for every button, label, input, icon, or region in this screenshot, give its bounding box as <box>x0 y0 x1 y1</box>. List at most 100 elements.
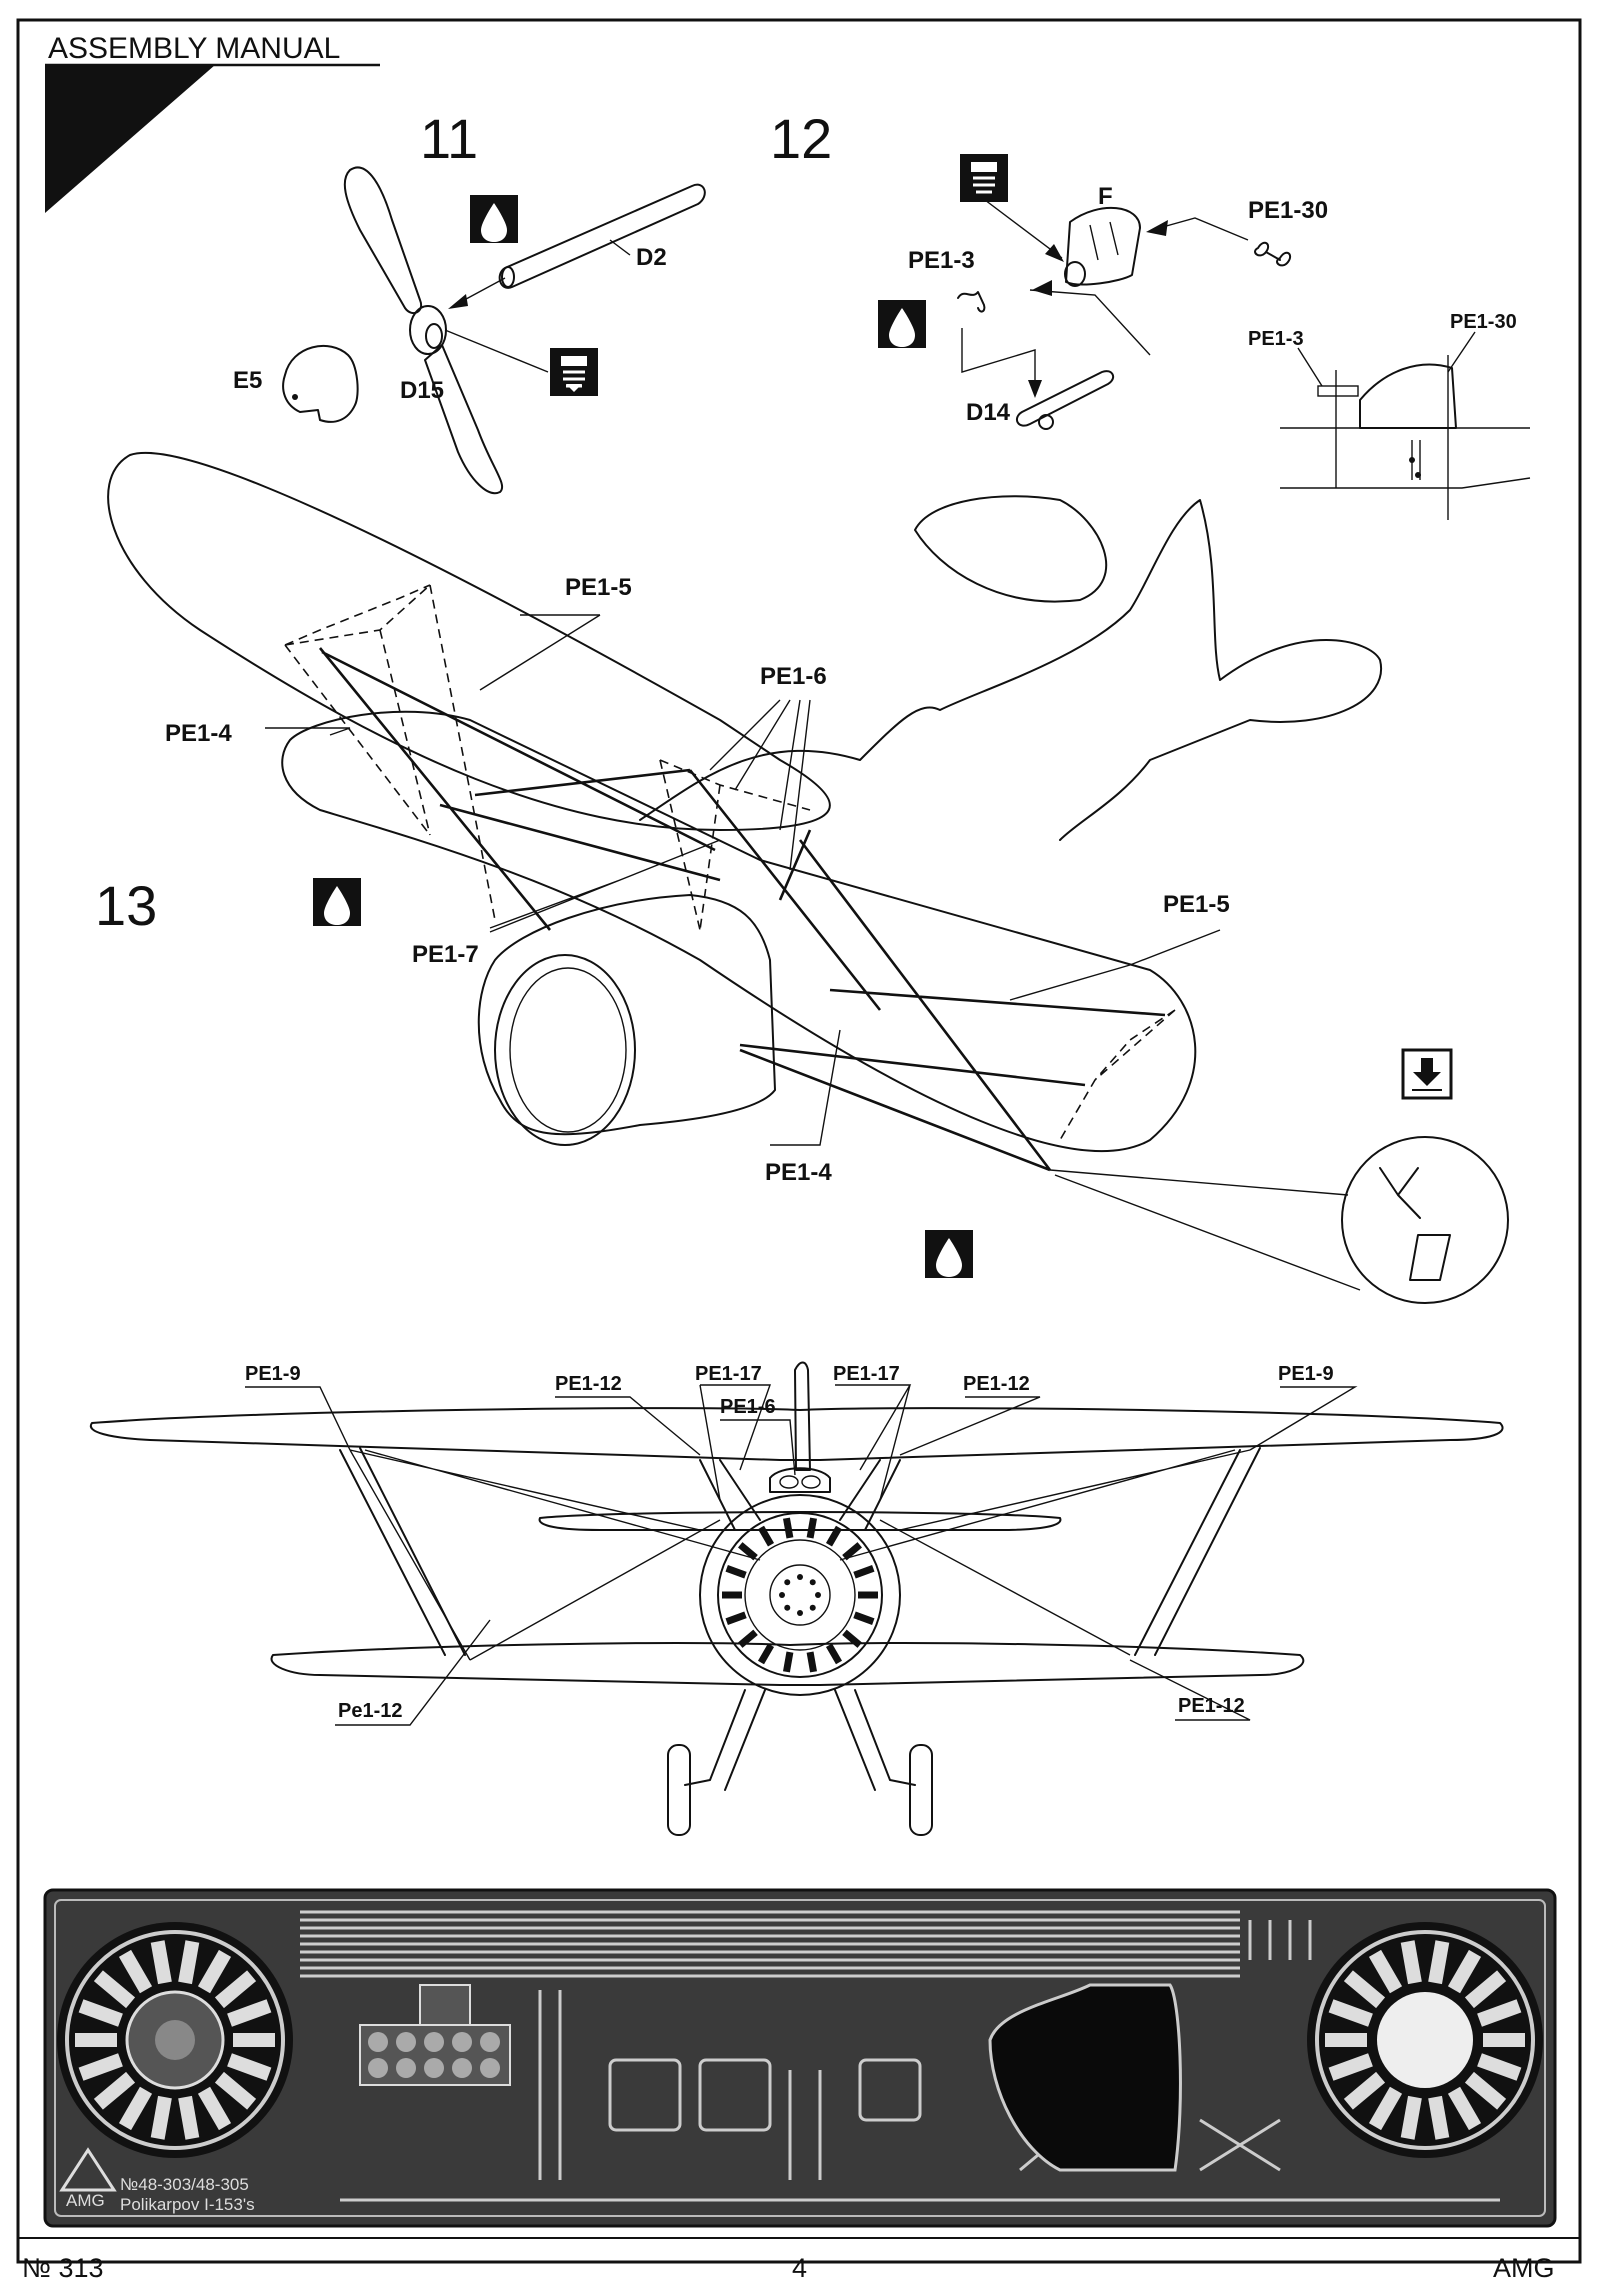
detail-frame-lines <box>1335 355 1449 520</box>
leader-pe1-5-top <box>479 614 601 691</box>
detail-pe1-30-leader <box>1447 331 1476 373</box>
glue-drop-icon-step13-right <box>925 1230 973 1278</box>
front-canopy-lens-left <box>779 1475 799 1489</box>
detail-fuselage-lines <box>1280 427 1531 489</box>
radial-fin <box>197 1949 232 1994</box>
radial-fin <box>227 2053 272 2081</box>
radial-fin <box>1368 1949 1403 1994</box>
part-pe1-30 <box>1254 241 1292 267</box>
radial-fin <box>842 1629 863 1648</box>
front-view-biplane: PE1-9 PE1-12 PE1-17 PE1-6 PE1-17 PE1-12 … <box>89 1361 1504 1836</box>
fret-rigging-strips <box>300 1910 1500 2202</box>
detail-wire-anchor <box>1409 1234 1451 1281</box>
fret-dial <box>424 2058 444 2078</box>
front-lower-wing <box>270 1642 1305 1686</box>
radial-fin <box>1464 2071 1507 2110</box>
pe1-30-arrowhead <box>1146 220 1168 236</box>
fret-engine-center-left <box>155 2020 195 2060</box>
radial-fin <box>1343 1970 1386 2009</box>
radial-fin <box>783 1651 794 1673</box>
leader-front-pe1-9-right <box>1249 1386 1358 1451</box>
radial-fin <box>214 1970 257 2009</box>
d14-zigzag-leader <box>961 328 1036 392</box>
leader-front-pe1-12-lower-left <box>335 1619 491 1726</box>
footer-brand: AMG <box>1493 2253 1555 2283</box>
page-frame <box>16 18 1582 2264</box>
engine-bolt <box>784 1604 791 1611</box>
label-d14: D14 <box>966 399 1011 426</box>
front-fin <box>794 1361 811 1471</box>
label-front-pe1-12-left: PE1-12 <box>555 1373 622 1395</box>
front-wheel-right <box>909 1744 933 1836</box>
fret-dial <box>480 2058 500 2078</box>
radial-fin <box>737 1542 758 1561</box>
pe1-3-arrowhead <box>1032 280 1052 296</box>
propeller-hub-inner <box>425 323 443 349</box>
step11-propeller-assembly: D2 E5 D15 <box>233 166 706 495</box>
radial-fin <box>725 1565 747 1579</box>
label-front-pe1-17-right: PE1-17 <box>833 1363 900 1385</box>
lower-wing <box>281 710 1197 1153</box>
label-d15: D15 <box>400 377 444 404</box>
engine-bolt <box>797 1574 803 1580</box>
front-landing-gear-struts <box>684 1689 916 1791</box>
fret-engine-fins-left <box>75 1940 275 2140</box>
label-pe1-7: PE1-7 <box>412 941 479 968</box>
detail-rivet-2 <box>1415 472 1421 478</box>
fret-engine-hub-right <box>1377 1992 1473 2088</box>
fret-dial <box>452 2058 472 2078</box>
leader-front-pe1-17-left <box>699 1384 771 1501</box>
sand-file-icon <box>550 348 598 396</box>
radial-fin <box>1400 2095 1422 2140</box>
fret-dial <box>396 2032 416 2052</box>
fret-text-line2: Polikarpov I-153's <box>120 2195 255 2214</box>
propeller-blade-lower <box>424 344 504 495</box>
horizontal-stabilizer <box>914 495 1108 603</box>
radial-fin <box>178 1940 200 1985</box>
header-corner-triangle <box>45 65 215 213</box>
label-d2: D2 <box>636 244 667 271</box>
label-pe1-30: PE1-30 <box>1248 197 1328 224</box>
radial-fin <box>806 1517 817 1539</box>
step12-canopy-assembly: F PE1-30 PE1-3 D14 <box>908 183 1328 430</box>
radial-fin <box>1428 2095 1450 2140</box>
radial-fin <box>78 2053 123 2081</box>
leader-front-pe1-12-left <box>555 1396 701 1456</box>
radial-fin <box>737 1629 758 1648</box>
fret-dial <box>368 2032 388 2052</box>
step12-installed-detail: PE1-3 PE1-30 <box>1248 311 1531 520</box>
leader-front-pe1-12-right <box>899 1396 1041 1456</box>
front-interplane-struts <box>339 1447 1261 1656</box>
radial-fin <box>806 1651 817 1673</box>
d2-leader <box>609 239 631 256</box>
fret-dial <box>396 2058 416 2078</box>
radial-fin <box>1328 1999 1373 2027</box>
sand-file-icon-step12 <box>960 154 1008 202</box>
label-front-pe1-6: PE1-6 <box>720 1396 776 1418</box>
engine-bolt <box>797 1610 803 1616</box>
step-number-13: 13 <box>95 874 157 937</box>
label-pe1-5-right: PE1-5 <box>1163 891 1230 918</box>
propeller-blade-upper <box>343 166 423 315</box>
fret-text-line1: №48-303/48-305 <box>120 2175 249 2194</box>
detail-canopy <box>1359 363 1457 429</box>
radial-fin <box>1477 2053 1522 2081</box>
magnifier-leaders <box>1049 1169 1361 1291</box>
label-pe1-4-left: PE1-4 <box>165 720 232 747</box>
label-front-pe1-9-left: PE1-9 <box>245 1363 301 1385</box>
radial-fin <box>825 1643 843 1665</box>
label-e5: E5 <box>233 367 262 394</box>
label-pe1-4-bottom: PE1-4 <box>765 1159 832 1186</box>
label-pe1-6: PE1-6 <box>760 663 827 690</box>
footer-page-number: 4 <box>792 2253 807 2283</box>
front-engine-hub <box>769 1564 831 1626</box>
fret-dial <box>424 2032 444 2052</box>
interplane-strut-right-dashed <box>1059 1009 1176 1141</box>
radial-fin <box>178 2095 200 2140</box>
label-detail-pe1-30: PE1-30 <box>1450 311 1517 333</box>
detail-magnifier-circle <box>1341 1136 1509 1304</box>
fret-dial <box>368 2058 388 2078</box>
radial-fin <box>1447 1949 1482 1994</box>
radial-fin <box>1464 1970 1507 2009</box>
